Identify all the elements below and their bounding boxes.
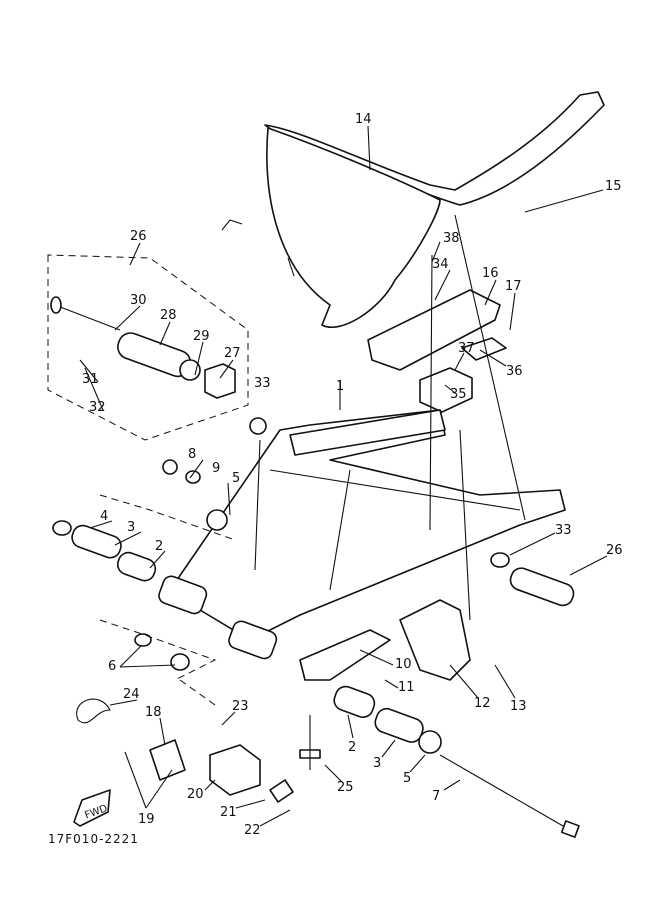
callout-13: 13	[510, 699, 527, 714]
fwd-arrow-icon: FWD	[73, 789, 111, 827]
callout-24: 24	[123, 687, 140, 702]
callout-2b: 2	[348, 740, 356, 755]
bracket-part	[367, 289, 501, 371]
callout-10: 10	[395, 657, 412, 672]
callout-labels: 14 15 26 38 34 16 17 30 28 29 27 31 32 3…	[82, 112, 623, 838]
callout-19: 19	[138, 812, 155, 827]
callout-4: 4	[100, 509, 108, 524]
callout-27: 27	[224, 346, 241, 361]
callout-9: 9	[212, 461, 220, 476]
callout-17: 17	[505, 279, 522, 294]
callout-6: 6	[108, 659, 116, 674]
callout-31: 31	[82, 372, 99, 387]
clamp-part	[419, 367, 473, 413]
callout-15: 15	[605, 179, 622, 194]
callout-23: 23	[232, 699, 249, 714]
callout-26b: 26	[606, 543, 623, 558]
callout-3: 3	[127, 520, 135, 535]
callout-29: 29	[193, 329, 210, 344]
callout-2: 2	[155, 539, 163, 554]
callout-22: 22	[244, 823, 261, 838]
callout-34: 34	[432, 257, 449, 272]
callout-5: 5	[232, 471, 240, 486]
callout-16: 16	[482, 266, 499, 281]
callout-26: 26	[130, 229, 147, 244]
callout-25: 25	[337, 780, 354, 795]
callout-20: 20	[187, 787, 204, 802]
callout-11: 11	[398, 680, 415, 695]
callout-33b: 33	[555, 523, 572, 538]
callout-36: 36	[506, 364, 523, 379]
callout-37: 37	[458, 341, 475, 356]
callout-32: 32	[89, 400, 106, 415]
callout-18: 18	[145, 705, 162, 720]
callout-38: 38	[443, 231, 460, 246]
swingarm-part	[169, 409, 566, 641]
callout-1: 1	[336, 379, 344, 394]
callout-21: 21	[220, 805, 237, 820]
rear-fender-part	[221, 91, 605, 328]
callout-30: 30	[130, 293, 147, 308]
callout-5b: 5	[403, 771, 411, 786]
callout-14: 14	[355, 112, 372, 127]
callout-12: 12	[474, 696, 491, 711]
callout-28: 28	[160, 308, 177, 323]
callout-8: 8	[188, 447, 196, 462]
callout-7: 7	[432, 789, 440, 804]
diagram-code: 17F010-2221	[48, 832, 139, 846]
callout-35: 35	[450, 387, 467, 402]
callout-3b: 3	[373, 756, 381, 771]
callout-33: 33	[254, 376, 271, 391]
